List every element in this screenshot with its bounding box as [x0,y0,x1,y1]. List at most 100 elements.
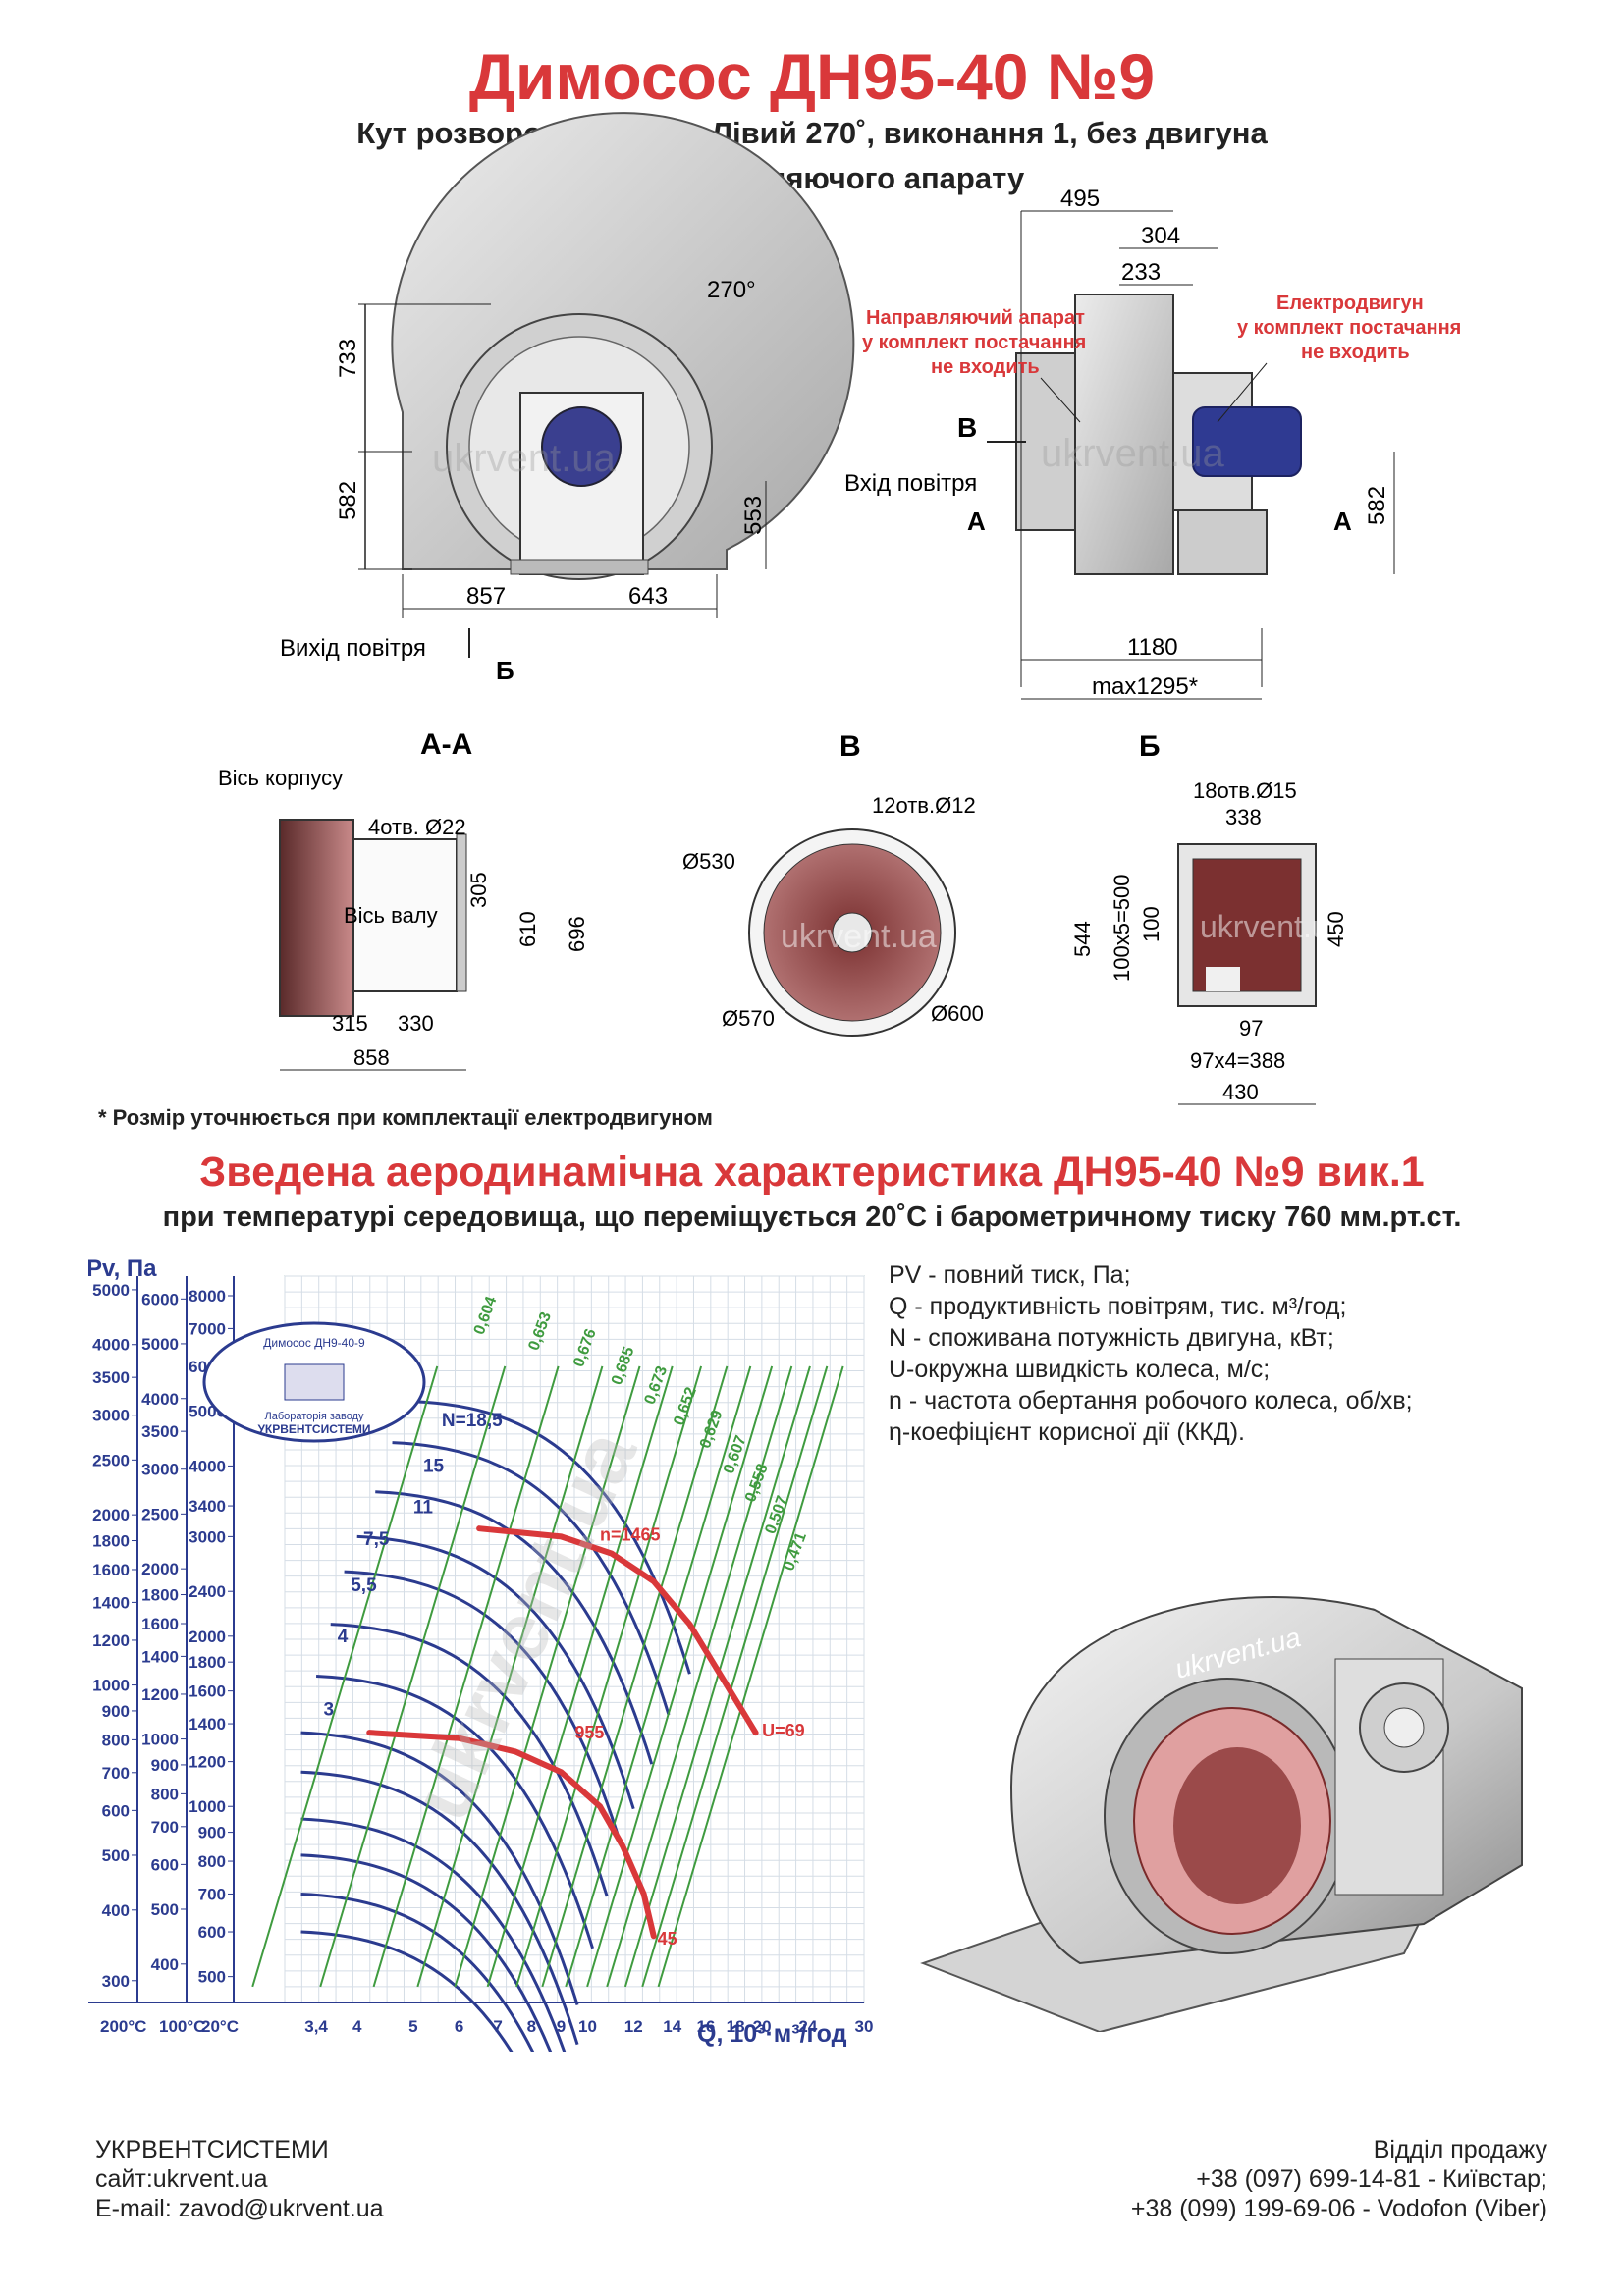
motor-note-1: Електродвигун [1276,293,1424,314]
x-tick-label: 30 [855,2017,874,2036]
chart-legend: PV - повний тиск, Па; Q - продуктивність… [889,1259,1413,1448]
fan-3d-render: ukrvent.ua [920,1595,1523,2032]
technical-drawings: ukrvent.ua 733 582 553 857 643 270° Вихі… [218,112,1461,1105]
dim-430: 430 [1222,1080,1259,1104]
dim-100: 100 [1139,906,1164,942]
dim-338: 338 [1225,805,1262,829]
sales-phone-2[interactable]: +38 (099) 199-69-06 - Vodofon (Viber) [1130,2195,1547,2222]
efficiency-ray [565,1365,752,1988]
front-view: ukrvent.ua 733 582 553 857 643 270° Вихі… [280,112,855,685]
marker-v: В [957,412,977,443]
dim-305: 305 [466,872,491,908]
label-holes-v: 12отв.Ø12 [872,793,976,818]
x-temp-label: 100°С [159,2017,205,2036]
watermark: ukrvent.ua [1200,909,1347,944]
power-label: 3 [323,1699,334,1720]
y-tick-label: 700 [102,1764,130,1783]
y-tick-label: 1800 [92,1532,130,1551]
motor-note-2: у комплект постачання [1237,317,1461,339]
x-tick-label: 7 [493,2017,502,2036]
y-tick-label: 5000 [141,1335,179,1354]
dim-733: 733 [335,339,361,378]
speed-label: n=1465 [600,1525,661,1545]
y-tick-label: 900 [102,1702,130,1721]
guide-note-2: у комплект постачання [862,332,1086,353]
badge-line3: УКРВЕНТСИСТЕМИ [257,1422,370,1436]
chart-badge: Димосос ДН9-40-9 Лабораторія заводу УКРВ… [202,1321,426,1443]
y-tick-label: 800 [102,1731,130,1749]
x-temp-label: 20°С [201,2017,239,2036]
aero-chart: 5000400035003000250020001800160014001200… [88,1255,874,2052]
y-tick-label: 1400 [189,1715,226,1734]
dim-450: 450 [1324,911,1348,947]
efficiency-ray [486,1365,674,1988]
x-tick-label: 10 [578,2017,597,2036]
marker-b-front: Б [496,656,514,685]
x-tick-label: 9 [557,2017,566,2036]
efficiency-ray [541,1365,729,1988]
efficiency-ray [515,1365,703,1988]
dim-610: 610 [515,911,540,947]
y-tick-label: 4000 [189,1457,226,1475]
fan-curve [300,1731,579,2005]
y-tick-label: 900 [198,1824,226,1842]
company-email[interactable]: E-mail: zavod@ukrvent.ua [95,2195,384,2222]
y-tick-label: 500 [198,1968,226,1987]
x-tick-label: 12 [624,2017,643,2036]
fan-curve [356,1534,635,1810]
footer-company: УКРВЕНТСИСТЕМИ сайт:ukrvent.ua E-mail: z… [95,2135,384,2223]
footer-sales: Відділ продажу +38 (097) 699-14-81 - Киї… [1131,2135,1547,2223]
motor-note-3: не входить [1301,342,1410,363]
y-tick-label: 2000 [92,1506,130,1524]
efficiency-ray [416,1365,604,1988]
y-tick-label: 1200 [92,1631,130,1650]
y-tick-label: 1800 [189,1653,226,1672]
y-tick-label: 800 [151,1785,179,1803]
y-tick-label: 3000 [141,1461,179,1479]
y-tick-label: 1400 [141,1647,179,1666]
y-tick-label: 4000 [141,1390,179,1409]
velocity-label: U=69 [762,1721,805,1740]
aero-title: Зведена аеродинамічна характеристика ДН9… [199,1148,1425,1196]
motor [541,406,622,487]
sales-title: Відділ продажу [1373,2136,1547,2163]
x-temp-label: 200°С [100,2017,146,2036]
y-tick-label: 8000 [189,1287,226,1306]
legend-q: Q - продуктивність повітрям, тис. м³/год… [889,1293,1347,1320]
sales-phone-1[interactable]: +38 (097) 699-14-81 - Київстар; [1196,2165,1547,2193]
y-tick-label: 1400 [92,1593,130,1612]
watermark: ukrvent.ua [1041,432,1225,475]
y-tick-label: 3500 [92,1368,130,1387]
legend-pv: PV - повний тиск, Па; [889,1261,1131,1289]
fan-curve [300,1853,553,2052]
company-site[interactable]: сайт:ukrvent.ua [95,2165,268,2193]
efficiency-ray [251,1365,439,1988]
efficiency-ray [454,1365,641,1988]
footnote: * Розмір уточнюється при комплектації ел… [98,1105,713,1130]
fan-curve [316,1674,595,1949]
y-tick-label: 1600 [141,1615,179,1633]
dim-97x4: 97х4=388 [1190,1048,1285,1073]
y-tick-label: 1000 [92,1677,130,1695]
power-label: 5,5 [351,1575,377,1596]
fan-curve [344,1570,623,1844]
dim-643: 643 [628,583,668,610]
y-tick-label: 400 [102,1901,130,1920]
power-label: 11 [413,1498,434,1519]
y-tick-label: 1600 [92,1561,130,1579]
fan-curve [375,1490,654,1765]
label-body-axis: Вісь корпусу [218,766,343,790]
dim-544: 544 [1070,921,1095,957]
efficiency-ray [586,1365,774,1988]
section-b-title: Б [1139,730,1161,763]
y-tick-label: 7000 [189,1319,226,1338]
efficiency-ray [623,1365,811,1988]
y-tick-label: 2000 [141,1560,179,1578]
dim-1180: 1180 [1127,634,1178,661]
dim-97: 97 [1239,1016,1263,1041]
x-tick-label: 16 [696,2017,715,2036]
x-tick-label: 20 [753,2017,772,2036]
y-tick-label: 2400 [189,1582,226,1601]
x-tick-label: 8 [527,2017,536,2036]
chart-x-title: Q, 10³·м³/год [697,2020,847,2048]
